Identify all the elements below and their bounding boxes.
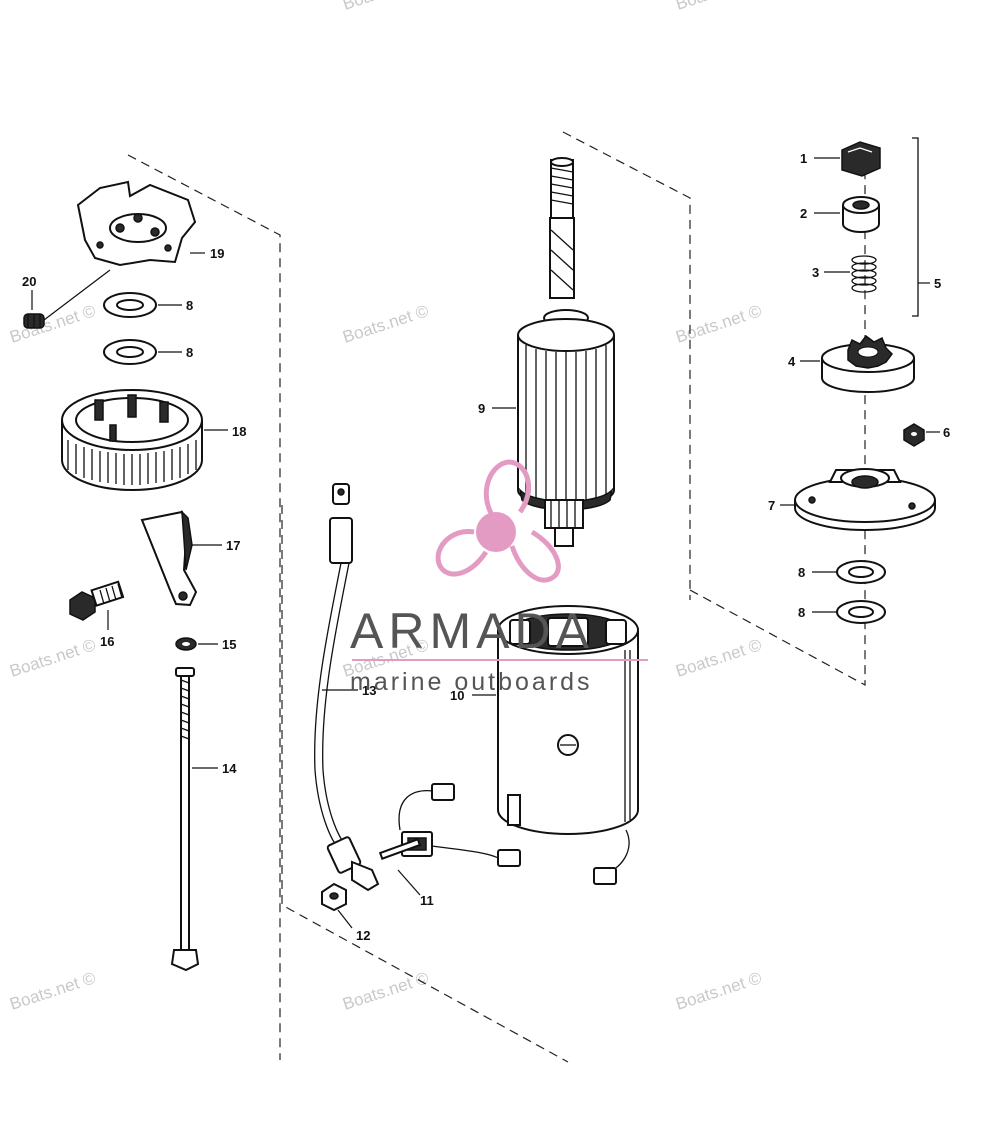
watermark: Boats.net © (7, 968, 98, 1014)
watermark: Boats.net © (340, 0, 431, 14)
watermark: Boats.net © (673, 301, 764, 347)
end-plate-part (76, 180, 197, 267)
callout-1: 1 (800, 151, 807, 166)
brush-assembly-part (378, 783, 630, 885)
callout-4: 4 (788, 354, 796, 369)
group-bracket-5 (912, 137, 919, 317)
callout-14: 14 (222, 761, 237, 776)
washer-part (103, 292, 157, 318)
drive-spring-part (851, 255, 877, 293)
washer-part (836, 560, 886, 584)
drive-pinion-part (821, 334, 915, 393)
center-assembly-frame-top (562, 131, 691, 600)
right-assembly-frame (689, 150, 866, 687)
logo-wordmark: ARMADA (350, 603, 594, 659)
watermark: Boats.net © (7, 301, 98, 347)
watermark: Boats.net © (340, 301, 431, 347)
propeller-logo-icon (435, 459, 561, 583)
bolt-part-16 (69, 580, 125, 621)
lock-washer-part (175, 637, 197, 651)
callout-7: 7 (768, 498, 775, 513)
sleeve-part (842, 196, 880, 233)
nut-part-12 (321, 882, 347, 912)
callout-5: 5 (934, 276, 941, 291)
field-frame-housing-part (497, 605, 639, 835)
callout-13: 13 (362, 683, 376, 698)
callout-10: 10 (450, 688, 464, 703)
center-assembly-frame-bottom (281, 505, 569, 1063)
washer-part (836, 600, 886, 624)
watermark: Boats.net © (7, 635, 98, 681)
watermark: Boats.net © (673, 968, 764, 1014)
small-nut-part (903, 423, 925, 447)
armature-part (517, 157, 615, 547)
callout-15: 15 (222, 637, 236, 652)
logo-tagline: marine outboards (350, 668, 593, 696)
callout-19: 19 (210, 246, 224, 261)
drive-end-head-part (794, 468, 936, 531)
watermark: Boats.net © (673, 0, 764, 14)
leader-20-line (43, 269, 111, 321)
callout-20: 20 (22, 274, 36, 289)
callout-12: 12 (356, 928, 370, 943)
washer-part (103, 339, 157, 365)
callout-2: 2 (800, 206, 807, 221)
callout-8b: 8 (186, 345, 193, 360)
cable-part (314, 483, 380, 892)
leader-12 (337, 909, 353, 929)
thru-bolt-part (170, 667, 200, 972)
watermark: Boats.net © (673, 635, 764, 681)
callout-8d: 8 (798, 605, 805, 620)
bracket-part (140, 510, 198, 607)
leader-11 (397, 869, 421, 896)
end-cap-part (61, 389, 203, 491)
callout-11: 11 (420, 893, 434, 908)
callout-18: 18 (232, 424, 246, 439)
callout-17: 17 (226, 538, 240, 553)
callout-16: 16 (100, 634, 114, 649)
watermark: Boats.net © (340, 968, 431, 1014)
callout-6: 6 (943, 425, 950, 440)
callout-8c: 8 (798, 565, 805, 580)
callout-3: 3 (812, 265, 819, 280)
left-assembly-frame (127, 154, 281, 1060)
spring-part-20 (23, 313, 45, 329)
drive-nut-part (841, 141, 881, 177)
armada-logo: ARMADA marine outboards (350, 459, 648, 696)
watermarks: Boats.net © Boats.net © Boats.net © Boat… (7, 0, 764, 1014)
callout-9: 9 (478, 401, 485, 416)
callout-8a: 8 (186, 298, 193, 313)
